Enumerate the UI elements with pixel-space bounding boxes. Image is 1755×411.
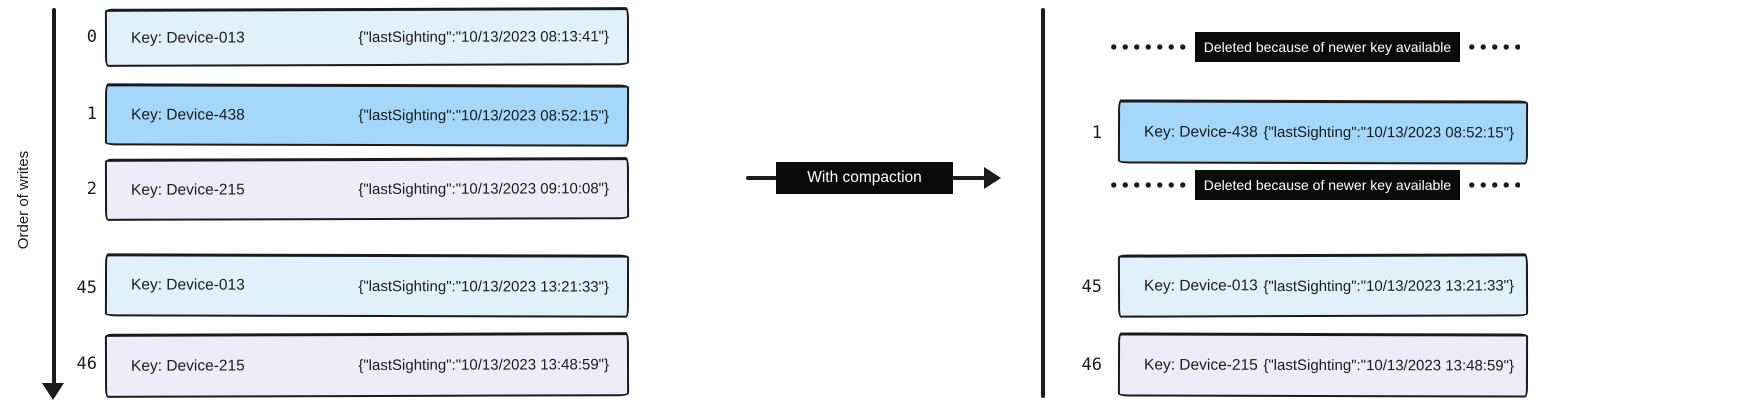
- dotted-line: [1108, 182, 1189, 188]
- record-value: {"lastSighting":"10/13/2023 08:52:15"}: [1263, 123, 1515, 142]
- offset-label: 46: [1081, 355, 1102, 375]
- dotted-line: [1466, 44, 1520, 50]
- connector-line: [952, 176, 985, 180]
- dotted-line: [1108, 44, 1189, 50]
- record-key: Key: Device-013: [1143, 277, 1258, 295]
- with-compaction-label: With compaction: [776, 162, 953, 194]
- deleted-marker-label: Deleted because of newer key available: [1194, 32, 1461, 62]
- record-key: Key: Device-215: [130, 356, 245, 375]
- record-key: Key: Device-013: [130, 276, 245, 294]
- deleted-marker: Deleted because of newer key available: [1108, 32, 1520, 62]
- offset-label: 2: [86, 179, 97, 199]
- offset-label: 1: [1091, 123, 1102, 143]
- arrow-down-icon: [42, 383, 64, 400]
- record-key: Key: Device-013: [130, 28, 245, 47]
- record-value: {"lastSighting":"10/13/2023 13:21:33"}: [358, 277, 610, 296]
- log-record: Key: Device-013 {"lastSighting":"10/13/2…: [104, 7, 630, 67]
- log-record: Key: Device-215 {"lastSighting":"10/13/2…: [104, 332, 630, 398]
- record-key: Key: Device-215: [130, 180, 245, 199]
- log-record: Key: Device-438 {"lastSighting":"10/13/2…: [104, 83, 630, 147]
- record-value: {"lastSighting":"10/13/2023 09:10:08"}: [358, 180, 610, 199]
- record-value: {"lastSighting":"10/13/2023 13:21:33"}: [1263, 276, 1515, 295]
- compacted-log-divider: [1041, 8, 1045, 398]
- log-record: Key: Device-438 {"lastSighting":"10/13/2…: [1117, 99, 1529, 165]
- record-value: {"lastSighting":"10/13/2023 08:13:41"}: [358, 28, 610, 47]
- connector-line: [746, 176, 777, 180]
- log-record: Key: Device-215 {"lastSighting":"10/13/2…: [1117, 332, 1529, 398]
- log-record: Key: Device-013 {"lastSighting":"10/13/2…: [1117, 253, 1529, 318]
- deleted-marker-label: Deleted because of newer key available: [1194, 170, 1461, 200]
- record-key: Key: Device-438: [130, 105, 245, 124]
- offset-label: 45: [76, 278, 97, 298]
- log-record: Key: Device-215 {"lastSighting":"10/13/2…: [104, 157, 630, 221]
- order-axis-line: [52, 8, 56, 386]
- offset-label: 45: [1081, 277, 1102, 297]
- deleted-marker: Deleted because of newer key available: [1108, 170, 1520, 200]
- log-record: Key: Device-013 {"lastSighting":"10/13/2…: [104, 253, 630, 318]
- record-value: {"lastSighting":"10/13/2023 13:48:59"}: [358, 356, 610, 375]
- order-of-writes-label: Order of writes: [15, 150, 32, 250]
- record-key: Key: Device-215: [1143, 356, 1258, 374]
- record-value: {"lastSighting":"10/13/2023 13:48:59"}: [1263, 356, 1515, 375]
- arrow-right-icon: [984, 167, 1001, 189]
- offset-label: 0: [86, 27, 97, 47]
- offset-label: 1: [86, 104, 97, 124]
- record-key: Key: Device-438: [1143, 123, 1258, 141]
- offset-label: 46: [76, 354, 97, 374]
- record-value: {"lastSighting":"10/13/2023 08:52:15"}: [358, 106, 610, 125]
- dotted-line: [1466, 182, 1520, 188]
